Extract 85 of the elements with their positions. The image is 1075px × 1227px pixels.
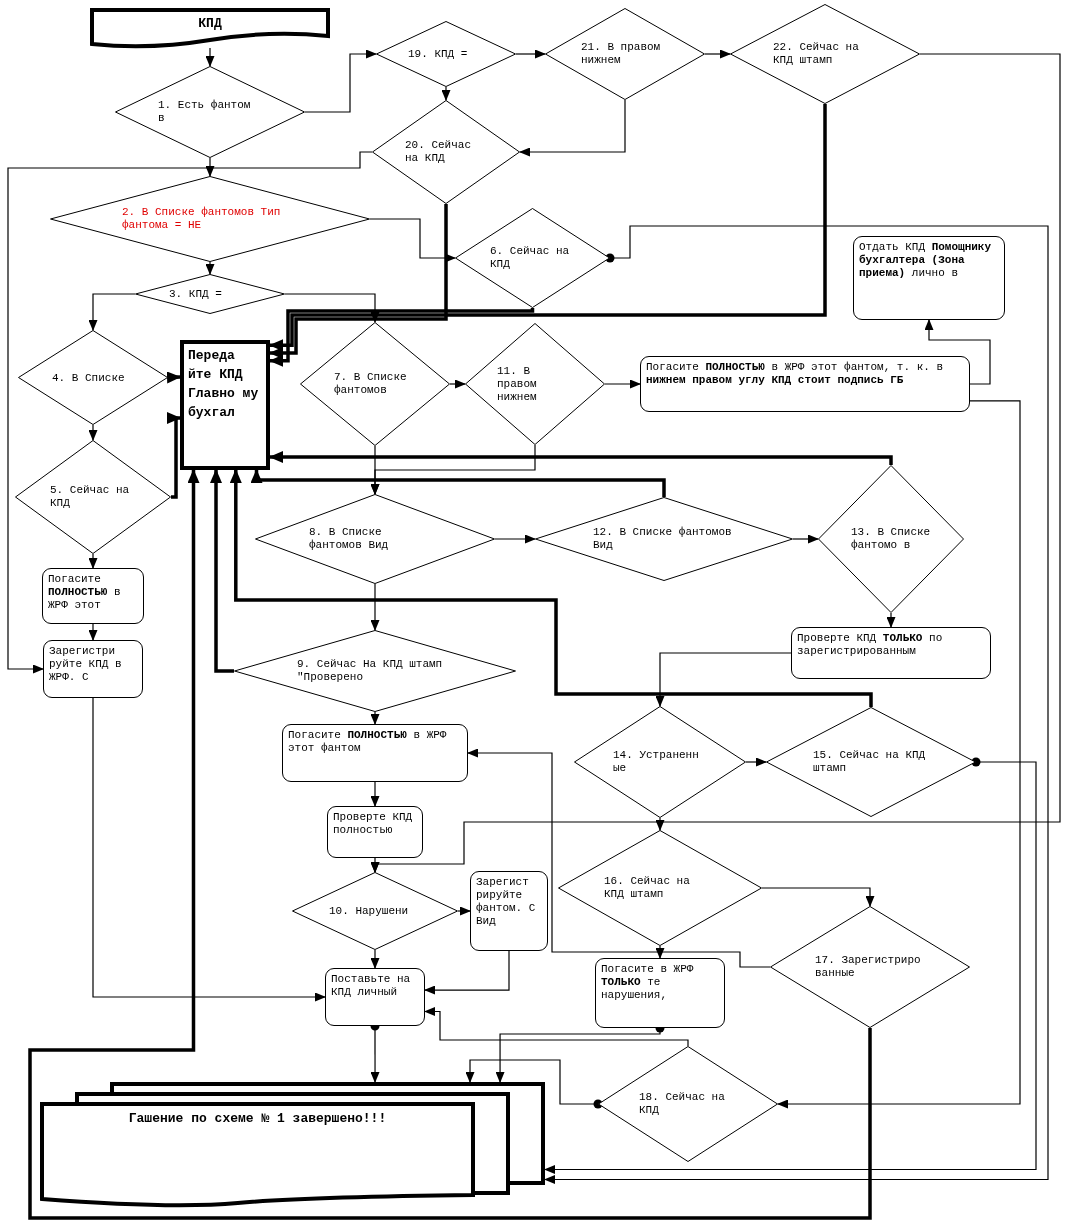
arrow: [304, 49, 377, 113]
arrow: [370, 857, 380, 873]
process-box: Зарегистри руйте КПД в ЖРФ. С: [43, 640, 143, 698]
decision-diamond: 2. В Списке фантомов Тип фантома = НЕ: [50, 176, 370, 262]
thick-arrow: [250, 469, 666, 497]
arrow: [88, 293, 136, 331]
document-shape: КПД: [90, 8, 330, 48]
arrow: [370, 781, 380, 807]
decision-diamond: 8. В Списке фантомов Вид: [255, 494, 495, 584]
arrow: [92, 697, 326, 1002]
decision-diamond: 22. Сейчас на КПД штамп: [730, 4, 920, 104]
process-box: Переда йте КПД Главно му бухгал: [180, 340, 270, 470]
arrow: [370, 711, 380, 725]
thick-arrow: [269, 307, 535, 367]
thick-arrow: [167, 412, 181, 499]
arrow: [370, 444, 536, 495]
arrow: [441, 86, 451, 101]
decision-diamond: 12. В Списке фантомов Вид: [535, 497, 793, 581]
arrow: [424, 1007, 689, 1047]
arrow: [544, 757, 1037, 1174]
process-box: Отдать КПД Помощнику бухгалтера (Зона приема) лично в: [853, 236, 1005, 320]
arrow: [515, 49, 546, 59]
arrow: [655, 652, 792, 707]
arrow: [544, 225, 1049, 1184]
decision-diamond: 9. Сейчас На КПД штамп "Проверено: [234, 630, 516, 712]
thick-arrow: [229, 469, 873, 707]
arrow: [88, 424, 98, 441]
process-box: Зарегист рируйте фантом. С Вид: [470, 871, 548, 951]
thick-arrow: [166, 371, 181, 384]
process-box: Погасите в ЖРФ ТОЛЬКО те нарушения,: [595, 958, 725, 1028]
arrow: [7, 151, 373, 674]
arrow: [604, 379, 641, 389]
decision-diamond: 1. Есть фантом в: [115, 66, 305, 158]
process-box: Поставьте на КПД личный: [325, 968, 425, 1026]
thick-arrow: [269, 104, 827, 352]
arrow: [924, 319, 991, 385]
arrow: [370, 949, 380, 969]
process-box: Погасите ПОЛНОСТЬЮ в ЖРФ этот фантом, т. к. в нижнем правом углу КПД стоит подпись ГБ: [640, 356, 970, 412]
decision-diamond: 17. Зарегистриро ванные: [770, 906, 970, 1028]
decision-diamond: 10. Нарушени: [292, 872, 458, 950]
arrow: [88, 623, 98, 641]
arrow: [205, 47, 215, 67]
arrow: [777, 400, 1021, 1109]
decision-diamond: 19. КПД =: [376, 21, 516, 87]
arrow: [467, 748, 771, 968]
arrow: [205, 157, 215, 177]
arrow: [465, 1059, 603, 1109]
decision-diamond: 20. Сейчас на КПД: [372, 100, 520, 204]
process-box: Погасите ПОЛНОСТЬЮ в ЖРФ этот: [42, 568, 144, 624]
decision-diamond: 14. Устраненн ые: [574, 706, 746, 818]
decision-diamond: 5. Сейчас на КПД: [15, 440, 171, 554]
arrow: [745, 757, 767, 767]
decision-diamond: 3. КПД =: [135, 274, 285, 314]
decision-diamond: 15. Сейчас на КПД штамп: [766, 707, 976, 817]
arrow: [886, 612, 896, 628]
arrow: [519, 99, 626, 157]
decision-diamond: 13. В Списке фантомо в: [818, 465, 964, 613]
decision-diamond: 11. В правом нижнем: [465, 323, 605, 445]
decision-diamond: 4. В Списке: [18, 330, 168, 425]
process-box: Проверте КПД ТОЛЬКО по зарегистрированным: [791, 627, 991, 679]
arrow: [761, 887, 875, 907]
process-box: Погасите ПОЛНОСТЬЮ в ЖРФ этот фантом: [282, 724, 468, 782]
arrow: [424, 950, 510, 995]
decision-diamond: 18. Сейчас на КПД: [598, 1046, 778, 1162]
arrow: [494, 534, 536, 544]
process-box: Проверте КПД полностью: [327, 806, 423, 858]
arrow: [655, 945, 665, 959]
decision-diamond: 16. Сейчас на КПД штамп: [558, 830, 762, 946]
arrow: [284, 293, 380, 323]
arrow: [88, 553, 98, 569]
decision-diamond: 21. В правом нижнем: [545, 8, 705, 100]
decision-diamond: 7. В Списке фантомов: [300, 322, 450, 446]
arrow: [205, 261, 215, 275]
decision-diamond: 6. Сейчас на КПД: [455, 208, 610, 308]
arrow: [457, 906, 471, 916]
thick-arrow: [210, 469, 234, 673]
arrow: [655, 817, 665, 831]
arrow: [369, 218, 456, 263]
thick-arrow: [269, 204, 448, 359]
arrow: [704, 49, 731, 59]
thick-arrow: [28, 469, 872, 1220]
thick-arrow: [269, 451, 893, 465]
arrow: [792, 534, 819, 544]
arrow: [370, 583, 380, 631]
arrow: [449, 379, 466, 389]
